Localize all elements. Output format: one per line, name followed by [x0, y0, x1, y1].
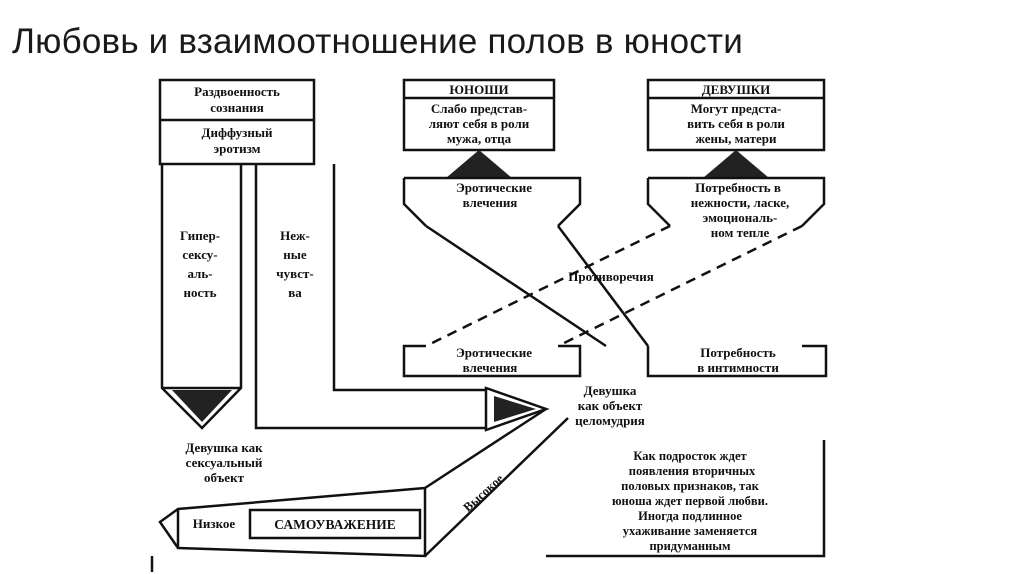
svg-text:объект: объект: [204, 470, 245, 485]
chastity-object-label: Девушка как объект целомудрия: [575, 383, 645, 428]
svg-text:мужа, отца: мужа, отца: [447, 131, 512, 146]
girls-box: ДЕВУШКИ Могут предста- вить себя в роли …: [646, 78, 826, 178]
sexual-object-label: Девушка как сексуальный объект: [185, 440, 263, 485]
hypersexuality-text-1: Гипер-: [180, 228, 220, 243]
svg-text:влечения: влечения: [463, 195, 518, 210]
hypersexuality-text-3: аль-: [187, 266, 212, 281]
need-intimacy-text: Потребность в интимности: [697, 345, 779, 375]
low-label: Низкое: [193, 516, 236, 531]
svg-text:появления вторичных: появления вторичных: [629, 464, 756, 478]
svg-text:придуманным: придуманным: [649, 539, 731, 553]
erotic-attraction-bottom: Эротические влечения: [456, 345, 532, 375]
svg-text:сексуальный: сексуальный: [186, 455, 263, 470]
svg-text:Иногда подлинное: Иногда подлинное: [638, 509, 742, 523]
svg-text:вить себя в роли: вить себя в роли: [687, 116, 785, 131]
svg-text:жены, матери: жены, матери: [696, 131, 777, 146]
note-box: Как подросток ждет появления вторичных п…: [546, 440, 826, 558]
svg-text:ном тепле: ном тепле: [711, 225, 770, 240]
tender-feelings-text-4: ва: [288, 285, 302, 300]
svg-text:Потребность: Потребность: [700, 345, 776, 360]
svg-text:в интимности: в интимности: [697, 360, 779, 375]
tender-feelings-text-1: Неж-: [280, 228, 310, 243]
split-consciousness-text-2: сознания: [210, 100, 264, 115]
svg-text:эмоциональ-: эмоциональ-: [703, 210, 778, 225]
contradictions-label: Противоречия: [568, 269, 654, 284]
top-left-box: Раздвоенность сознания Диффузный эротизм: [158, 78, 316, 166]
svg-text:половых признаков, так: половых признаков, так: [621, 479, 759, 493]
svg-text:ухаживание заменяется: ухаживание заменяется: [623, 524, 758, 538]
split-consciousness-text: Раздвоенность: [194, 84, 280, 99]
tender-feelings-column: Неж- ные чувст- ва: [254, 164, 550, 432]
svg-text:Слабо представ-: Слабо представ-: [431, 101, 527, 116]
svg-text:Потребность в: Потребность в: [695, 180, 781, 195]
need-tenderness-text: Потребность в нежности, ласке, эмоционал…: [691, 180, 790, 240]
svg-text:Эротические: Эротические: [456, 180, 532, 195]
self-esteem-label: САМОУВАЖЕНИЕ: [274, 517, 395, 532]
boys-header: ЮНОШИ: [449, 82, 508, 97]
hypersexuality-column: Гипер- сексу- аль- ность: [160, 164, 243, 430]
hypersexuality-text-2: сексу-: [182, 247, 217, 262]
hypersexuality-text-4: ность: [183, 285, 216, 300]
svg-text:нежности, ласке,: нежности, ласке,: [691, 195, 790, 210]
girls-header: ДЕВУШКИ: [702, 82, 771, 97]
diffuse-eroticism-text: Диффузный: [202, 125, 273, 140]
svg-text:Могут предста-: Могут предста-: [691, 101, 782, 116]
tender-feelings-text-2: ные: [283, 247, 307, 262]
svg-text:как объект: как объект: [578, 398, 643, 413]
high-label: Высокое: [461, 471, 507, 514]
tender-feelings-text-3: чувст-: [276, 266, 314, 281]
svg-text:целомудрия: целомудрия: [575, 413, 645, 428]
svg-text:Девушка как: Девушка как: [185, 440, 263, 455]
page-title: Любовь и взаимоотношение полов в юности: [12, 22, 743, 61]
diffuse-eroticism-text-2: эротизм: [214, 141, 261, 156]
crossing-bands: [402, 176, 828, 378]
erotic-attraction-top: Эротические влечения: [456, 180, 532, 210]
svg-text:юноша ждет первой любви.: юноша ждет первой любви.: [612, 494, 768, 508]
svg-text:влечения: влечения: [463, 360, 518, 375]
svg-text:Эротические: Эротические: [456, 345, 532, 360]
svg-text:Как подросток ждет: Как подросток ждет: [633, 449, 746, 463]
svg-text:ляют себя в роли: ляют себя в роли: [429, 116, 530, 131]
svg-text:Девушка: Девушка: [584, 383, 637, 398]
boys-box: ЮНОШИ Слабо представ- ляют себя в роли м…: [402, 78, 556, 178]
